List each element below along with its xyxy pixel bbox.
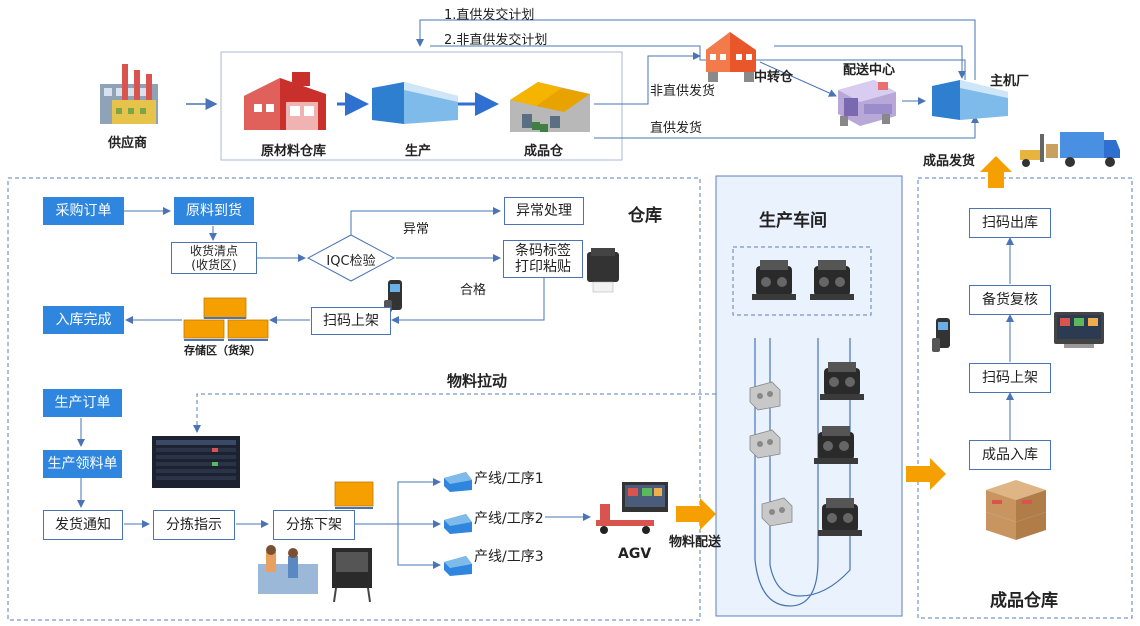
- line-bin-icon: [442, 470, 474, 494]
- finished-ship-label: 成品发货: [923, 154, 976, 169]
- ship-direct-label: 直供发货: [650, 121, 703, 136]
- sort-shelve-box[interactable]: 分拣下架: [273, 510, 355, 540]
- engine-icon: [818, 360, 866, 404]
- agv-icon: [594, 480, 670, 538]
- truck-icon: [1016, 128, 1120, 170]
- scan-out-box[interactable]: 扫码出库: [969, 208, 1051, 238]
- engine-icon: [812, 424, 860, 468]
- boxes-icon: [982, 478, 1050, 542]
- finished-scan-shelve-box[interactable]: 扫码上架: [969, 363, 1051, 393]
- monitor-icon: [152, 436, 240, 488]
- scanner-icon: [930, 316, 956, 354]
- production-line-icon: [370, 80, 460, 126]
- engine-icon: [750, 258, 798, 304]
- abnormal-label: 异常: [403, 222, 430, 237]
- finished-warehouse-title: 成品仓库: [990, 591, 1058, 611]
- engine-icon: [808, 258, 856, 304]
- workshop-title: 生产车间: [759, 211, 827, 231]
- abnormal-handling-box[interactable]: 异常处理: [504, 197, 584, 225]
- iqc-label: IQC检验: [326, 254, 376, 269]
- distribution-icon: [834, 76, 900, 130]
- line-2-label: 产线/工序2: [474, 511, 544, 527]
- sort-instruction-box[interactable]: 分拣指示: [153, 510, 235, 540]
- plan-indirect-label: 2.非直供发交计划: [444, 33, 548, 48]
- pallet-icon: [182, 296, 270, 342]
- factory-icon: [94, 60, 164, 128]
- raw-warehouse-label: 原材料仓库: [261, 144, 327, 159]
- line-1-label: 产线/工序1: [474, 471, 544, 487]
- production-order-box[interactable]: 生产订单: [43, 389, 122, 417]
- scan-shelve-box[interactable]: 扫码上架: [311, 307, 391, 335]
- line-bin-icon: [442, 512, 474, 536]
- storage-label: 存储区（货架）: [184, 344, 261, 357]
- material-arrival-box[interactable]: 原料到货: [174, 197, 254, 225]
- finished-in-box[interactable]: 成品入库: [969, 440, 1051, 470]
- engine-icon: [816, 496, 864, 540]
- finished-goods-icon: [502, 74, 596, 136]
- monitor-icon: [1054, 312, 1104, 350]
- warehouse-icon: [240, 66, 330, 136]
- production-pick-list-box[interactable]: 生产领料单: [43, 450, 122, 478]
- transit-label: 中转仓: [754, 70, 794, 85]
- agv-label: AGV: [618, 546, 652, 562]
- pick-review-box[interactable]: 备货复核: [969, 285, 1051, 315]
- engine-block-icon: [758, 496, 794, 528]
- production-line-icon: [930, 78, 1010, 122]
- delivery-notice-box[interactable]: 发货通知: [43, 510, 123, 540]
- engine-block-icon: [746, 380, 782, 412]
- ship-indirect-label: 非直供发货: [650, 84, 716, 99]
- distribution-center-label: 配送中心: [843, 63, 896, 78]
- material-pull-label: 物料拉动: [447, 372, 508, 390]
- supplier-label: 供应商: [108, 136, 148, 151]
- receiving-box[interactable]: 收货清点 (收货区): [171, 242, 257, 274]
- warehouse-title: 仓库: [628, 206, 662, 226]
- engine-block-icon: [746, 428, 782, 460]
- finished-warehouse-label: 成品仓: [524, 144, 564, 159]
- pick-workers-icon: [256, 544, 376, 604]
- iqc-diamond[interactable]: IQC检验: [307, 234, 395, 282]
- line-bin-icon: [442, 554, 474, 578]
- material-delivery-label: 物料配送: [669, 535, 722, 550]
- pass-label: 合格: [460, 283, 487, 298]
- purchase-order-box[interactable]: 采购订单: [43, 197, 124, 225]
- transit-icon: [702, 28, 760, 84]
- printer-icon: [585, 246, 621, 294]
- pallet-icon: [333, 480, 375, 510]
- oem-label: 主机厂: [990, 74, 1030, 89]
- inbound-done-box[interactable]: 入库完成: [43, 306, 124, 334]
- plan-direct-label: 1.直供发交计划: [444, 8, 535, 23]
- production-label: 生产: [405, 144, 432, 159]
- line-3-label: 产线/工序3: [474, 549, 544, 565]
- barcode-print-box[interactable]: 条码标签 打印粘贴: [503, 240, 583, 278]
